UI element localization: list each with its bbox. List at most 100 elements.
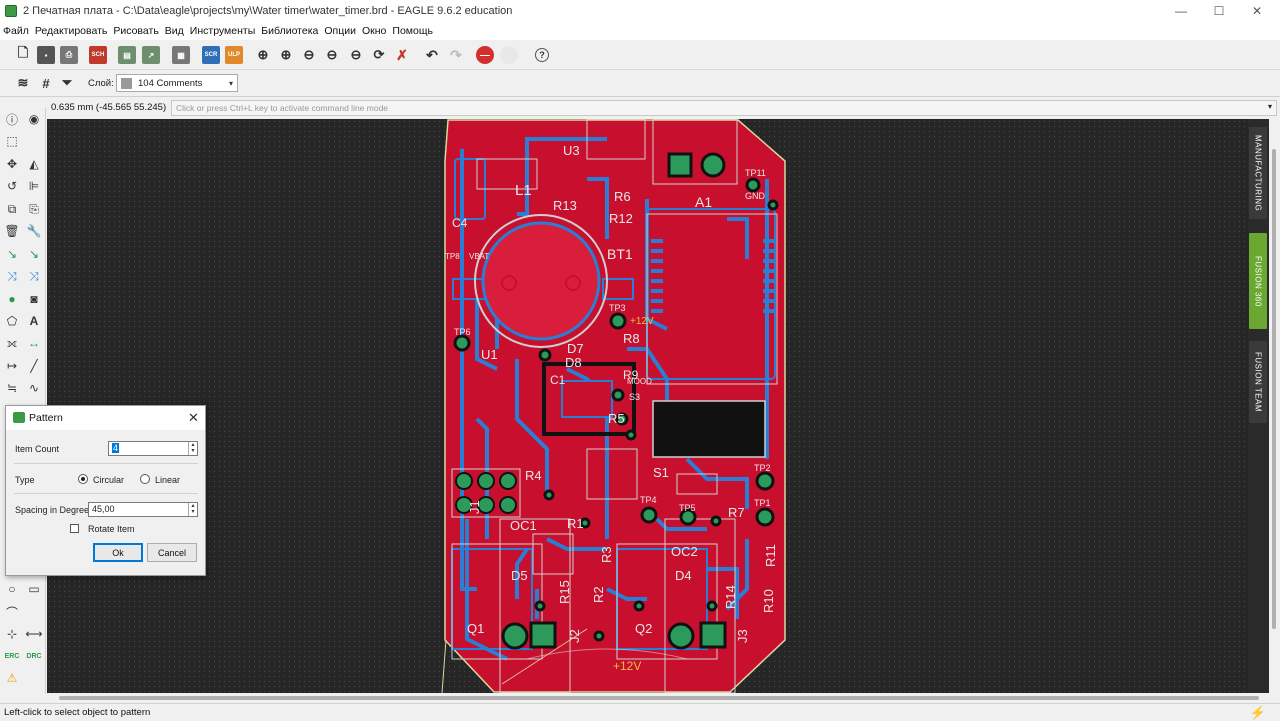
save-icon[interactable]: ▪ xyxy=(37,46,55,64)
meander-icon[interactable]: ≒ xyxy=(6,381,18,395)
menu-library[interactable]: Библиотека xyxy=(261,25,319,37)
menu-edit[interactable]: Редактировать xyxy=(34,25,108,37)
menu-tools[interactable]: Инструменты xyxy=(189,25,256,37)
arc-icon[interactable]: ↦ xyxy=(6,359,18,373)
filter-icon[interactable]: ⏷ xyxy=(61,75,73,90)
battery-pad xyxy=(481,221,601,341)
mark-icon[interactable]: ⊹ xyxy=(6,627,18,641)
type-linear-radio[interactable] xyxy=(140,474,150,484)
route-icon[interactable]: ↘ xyxy=(6,247,18,261)
cancel-button[interactable]: Cancel xyxy=(147,543,197,562)
command-history-chevron-icon[interactable]: ▾ xyxy=(1268,102,1273,111)
zoom-in-icon[interactable]: ⊕ xyxy=(280,47,292,62)
rect-icon[interactable]: ▭ xyxy=(28,582,40,596)
minimize-button[interactable]: — xyxy=(1175,4,1187,18)
tool-palette: ⓘ ◉ ⬚ ✥ ◭ ↺ ⊫ ⧉ ⎘ 🗑 🔧 ↘ ↘ ⤨ ⤨ ● ◙ ⬠ A ⟗ … xyxy=(0,108,46,694)
zoom-select-icon[interactable]: ⊖ xyxy=(326,47,338,62)
text-icon[interactable]: A xyxy=(29,314,39,328)
redraw-icon[interactable]: ⟳ xyxy=(373,47,385,62)
stop-icon[interactable]: — xyxy=(476,46,494,64)
command-line-input[interactable]: Click or press Ctrl+L key to activate co… xyxy=(171,100,1277,116)
tab-manufacturing[interactable]: MANUFACTURING xyxy=(1249,127,1267,219)
item-count-input[interactable]: 4 ▴▾ xyxy=(108,441,198,456)
drc-icon[interactable]: DRC xyxy=(26,652,42,660)
library-icon[interactable]: ▦ xyxy=(172,46,190,64)
delete-icon[interactable]: 🗑 xyxy=(4,224,20,238)
vertical-scrollbar[interactable] xyxy=(1269,119,1280,693)
undo-icon[interactable]: ↶ xyxy=(426,46,438,63)
ratsnest-icon[interactable]: ✗ xyxy=(396,46,408,63)
via-icon[interactable]: ● xyxy=(8,292,16,306)
horizontal-scroll-thumb[interactable] xyxy=(59,696,1259,700)
label-12v-a: +12V xyxy=(630,316,654,327)
print-icon[interactable]: ⎙ xyxy=(60,46,78,64)
title-bar: 2 Печатная плата - C:\Data\eagle\project… xyxy=(0,0,1280,22)
menu-help[interactable]: Помощь xyxy=(392,25,433,37)
mirror-icon[interactable]: ◭ xyxy=(29,157,39,171)
label-tp5: TP5 xyxy=(679,503,696,513)
ok-button[interactable]: Ok xyxy=(93,543,143,562)
type-circular-radio[interactable] xyxy=(78,474,88,484)
dialog-close-icon[interactable]: ✕ xyxy=(188,410,199,425)
cam-icon[interactable]: ▤ xyxy=(118,46,136,64)
wrench-icon[interactable]: 🔧 xyxy=(26,224,42,238)
help-icon[interactable]: ? xyxy=(535,48,549,62)
close-button[interactable]: ✕ xyxy=(1251,4,1263,18)
move-icon[interactable]: ✥ xyxy=(6,157,18,171)
select-icon[interactable]: ⬚ xyxy=(6,134,18,148)
label-c1: C1 xyxy=(550,373,566,387)
menu-options[interactable]: Опции xyxy=(324,25,356,37)
copy-icon[interactable]: ⧉ xyxy=(7,201,17,216)
circle-icon[interactable]: ○ xyxy=(8,582,16,596)
zoom-fit-icon[interactable]: ⊕ xyxy=(257,47,269,62)
menu-window[interactable]: Окно xyxy=(361,25,387,37)
status-message: Left-click to select object to pattern xyxy=(4,707,151,718)
eye-icon[interactable]: ◉ xyxy=(28,112,40,126)
vertical-scroll-thumb[interactable] xyxy=(1272,149,1276,629)
tab-fusion-team[interactable]: FUSION TEAM xyxy=(1249,341,1267,423)
warning-icon[interactable]: ⚠ xyxy=(6,671,18,685)
menu-file[interactable]: Файл xyxy=(3,25,29,37)
maximize-button[interactable]: ☐ xyxy=(1213,4,1225,18)
board-canvas[interactable]: U3 L1 R13 R6 R12 A1 TP11 GND C4 TP8 VBAT… xyxy=(47,119,1270,693)
layer-select[interactable]: 104 Comments ▾ xyxy=(116,74,238,92)
ripup-icon[interactable]: ↘ xyxy=(28,247,40,261)
zoom-last-icon[interactable]: ⊖ xyxy=(350,47,362,62)
spacing-input[interactable]: 45,00 ▴▾ xyxy=(88,502,198,517)
grid-icon[interactable]: # xyxy=(42,75,50,91)
silk-labels-rotated: J1 R3 R11 R15 R2 R14 R10 J2 J3 xyxy=(467,500,778,643)
hole-icon[interactable]: ◙ xyxy=(30,292,38,306)
paste-icon[interactable]: ⎘ xyxy=(29,201,39,216)
redo-icon[interactable]: ↷ xyxy=(450,46,462,63)
horizontal-scrollbar[interactable] xyxy=(47,693,1269,703)
script-button[interactable]: SCR xyxy=(202,46,220,64)
polygon-icon[interactable]: ⬠ xyxy=(6,314,18,328)
tab-fusion-360[interactable]: FUSION 360 xyxy=(1249,233,1267,329)
layer-label: Слой: xyxy=(88,78,114,89)
curve-icon[interactable]: ⌒ xyxy=(5,605,18,620)
menu-draw[interactable]: Рисовать xyxy=(113,25,159,37)
new-file-icon[interactable]: 🗋 xyxy=(17,45,29,60)
ulp-button[interactable]: ULP xyxy=(225,46,243,64)
align-icon[interactable]: ⊫ xyxy=(28,179,40,193)
wave-icon[interactable]: ∿ xyxy=(28,381,40,395)
layers-icon[interactable]: ≋ xyxy=(17,75,29,90)
miter-icon[interactable]: ⟗ xyxy=(6,335,18,350)
measure-icon[interactable]: ⟷ xyxy=(25,627,43,641)
split-icon[interactable]: ⤨ xyxy=(7,268,17,283)
menu-view[interactable]: Вид xyxy=(164,25,184,37)
label-u1: U1 xyxy=(481,347,498,362)
go-icon[interactable] xyxy=(500,46,518,64)
rotate-icon[interactable]: ↺ xyxy=(6,179,18,193)
export-icon[interactable]: ↗ xyxy=(142,46,160,64)
item-count-stepper-icon[interactable]: ▴▾ xyxy=(188,442,197,455)
schematic-button[interactable]: SCH xyxy=(89,46,107,64)
zoom-out-icon[interactable]: ⊖ xyxy=(303,47,315,62)
erc-icon[interactable]: ERC xyxy=(4,652,20,660)
info-icon[interactable]: ⓘ xyxy=(5,112,18,127)
line-icon[interactable]: ╱ xyxy=(30,359,38,373)
dimension-icon[interactable]: ↔ xyxy=(28,336,40,350)
rotate-item-checkbox[interactable] xyxy=(70,524,79,533)
optimize-icon[interactable]: ⤨ xyxy=(29,268,39,283)
spacing-stepper-icon[interactable]: ▴▾ xyxy=(188,503,197,516)
